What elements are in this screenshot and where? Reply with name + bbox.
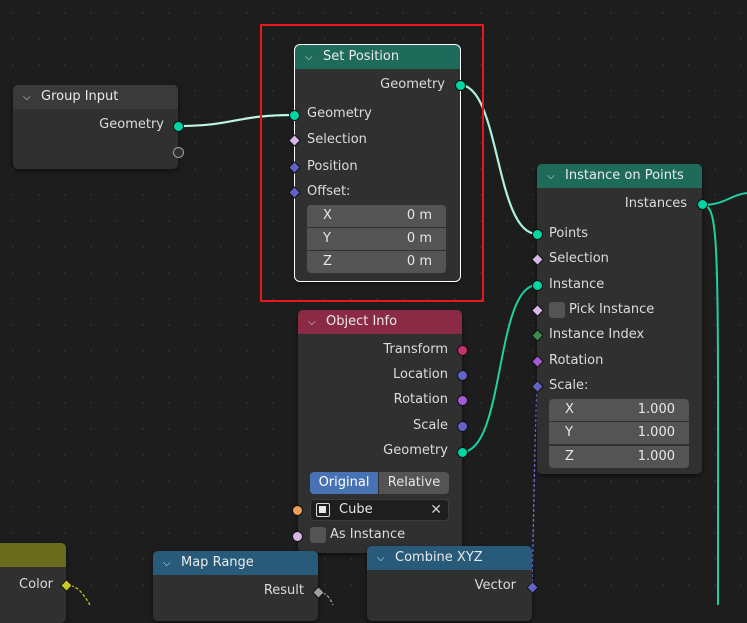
color-output-label: Color	[19, 577, 53, 592]
iop-instance-socket[interactable]	[532, 280, 543, 291]
link-combinexyz-scale	[531, 385, 538, 588]
group-input-title: Group Input	[41, 89, 119, 104]
color-node-header[interactable]	[0, 543, 66, 567]
oi-transform-label: Transform	[383, 342, 448, 357]
iop-instance-index-label: Instance Index	[549, 327, 645, 342]
object-info-node[interactable]: ⌵ Object Info Transform Location Rotation…	[298, 310, 462, 553]
instance-on-points-header[interactable]: ⌵ Instance on Points	[537, 164, 702, 188]
oi-geometry-label: Geometry	[383, 443, 448, 458]
link-objectinfo-instanceonpoints	[461, 284, 538, 453]
iop-points-socket[interactable]	[532, 229, 543, 240]
oi-scale-label: Scale	[413, 418, 448, 433]
as-instance-checkbox[interactable]	[310, 527, 326, 543]
oi-object-input-socket[interactable]	[292, 505, 303, 516]
instance-on-points-title: Instance on Points	[565, 168, 684, 183]
group-input-geometry-label: Geometry	[99, 117, 164, 132]
iop-selection-label: Selection	[549, 251, 609, 266]
set-position-position: Position	[307, 159, 358, 174]
oi-geometry-socket[interactable]	[457, 447, 468, 458]
selection-highlight-box	[260, 24, 484, 302]
iop-pick-instance-label: Pick Instance	[569, 302, 655, 317]
clear-object-icon[interactable]: ✕	[430, 502, 442, 518]
iop-instances-label: Instances	[624, 196, 687, 211]
group-input-empty-socket[interactable]	[173, 147, 184, 158]
mode-relative-button[interactable]: Relative	[379, 472, 449, 494]
combine-xyz-title: Combine XYZ	[395, 550, 483, 565]
iop-rotation-label: Rotation	[549, 353, 604, 368]
oi-rotation-socket[interactable]	[457, 395, 468, 406]
object-info-title: Object Info	[326, 314, 398, 329]
iop-instance-label: Instance	[549, 277, 605, 292]
group-input-node[interactable]: ⌵ Group Input Geometry	[13, 85, 178, 169]
set-position-in-geometry: Geometry	[307, 106, 372, 121]
set-position-out-geometry-socket[interactable]	[455, 80, 466, 91]
link-instances-out	[701, 204, 720, 605]
chevron-down-icon[interactable]: ⌵	[23, 92, 31, 103]
link-setposition-instanceonpoints	[459, 83, 538, 236]
oi-location-socket[interactable]	[457, 370, 468, 381]
combine-xyz-vector-label: Vector	[474, 578, 516, 593]
instance-on-points-node[interactable]: ⌵ Instance on Points Instances Points Sel…	[537, 164, 702, 474]
combine-xyz-node[interactable]: ⌵ Combine XYZ Vector	[367, 546, 532, 621]
object-selector-field[interactable]: Cube ✕	[310, 499, 449, 521]
object-info-header[interactable]: ⌵ Object Info	[298, 310, 462, 334]
set-position-header[interactable]: ⌵ Set Position	[295, 45, 460, 69]
oi-as-instance-socket[interactable]	[292, 531, 303, 542]
pick-instance-checkbox[interactable]	[549, 302, 565, 318]
chevron-down-icon[interactable]: ⌵	[547, 171, 555, 182]
combine-xyz-header[interactable]: ⌵ Combine XYZ	[367, 546, 532, 570]
iop-instances-socket[interactable]	[697, 199, 708, 210]
oi-transform-socket[interactable]	[457, 345, 468, 356]
map-range-title: Map Range	[181, 555, 254, 570]
node-links	[65, 83, 747, 605]
color-node[interactable]: Color	[0, 543, 66, 623]
oi-as-instance-label: As Instance	[330, 527, 406, 542]
chevron-down-icon[interactable]: ⌵	[163, 558, 171, 569]
chevron-down-icon[interactable]: ⌵	[308, 317, 316, 328]
set-position-offset: Offset:	[307, 184, 351, 199]
group-input-geometry-socket[interactable]	[173, 121, 184, 132]
set-position-node[interactable]: ⌵ Set Position Geometry Geometry Selectio…	[294, 44, 461, 282]
chevron-down-icon[interactable]: ⌵	[305, 52, 313, 63]
object-cube-icon	[316, 503, 330, 517]
mode-original-button[interactable]: Original	[310, 472, 378, 494]
set-position-selection: Selection	[307, 132, 367, 147]
link-instances-top	[701, 192, 747, 206]
oi-scale-socket[interactable]	[457, 421, 468, 432]
map-range-result-label: Result	[263, 583, 304, 598]
chevron-down-icon[interactable]: ⌵	[377, 553, 385, 564]
group-input-header[interactable]: ⌵ Group Input	[13, 85, 178, 109]
map-range-header[interactable]: ⌵ Map Range	[153, 551, 318, 575]
oi-rotation-label: Rotation	[393, 392, 448, 407]
oi-location-label: Location	[393, 367, 448, 382]
iop-points-label: Points	[549, 226, 589, 241]
object-name: Cube	[339, 502, 373, 517]
link-groupinput-setposition	[177, 113, 295, 128]
set-position-title: Set Position	[323, 49, 400, 64]
map-range-node[interactable]: ⌵ Map Range Result	[153, 551, 318, 621]
iop-scale-label: Scale:	[549, 378, 589, 393]
set-position-in-geometry-socket[interactable]	[289, 110, 300, 121]
set-position-out-geometry: Geometry	[380, 77, 445, 92]
